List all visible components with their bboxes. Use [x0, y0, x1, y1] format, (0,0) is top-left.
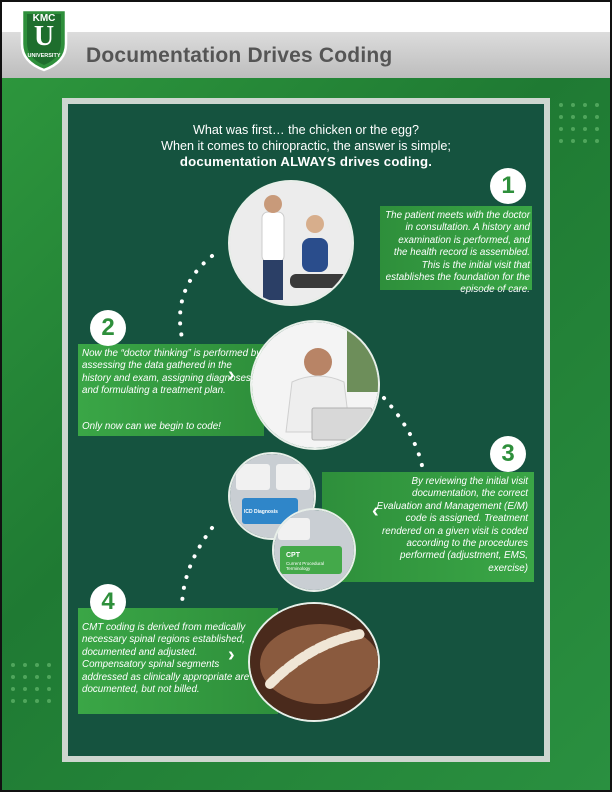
step-4-band: [78, 608, 278, 714]
cpt-key-label: CPT: [286, 552, 300, 559]
step-3-keyboard-cpt: CPT Current Procedural Terminology: [272, 508, 356, 592]
logo-kmc: KMC: [32, 13, 56, 24]
step-4-number: 4: [90, 584, 126, 620]
arrow-icon: ›: [228, 364, 235, 386]
step-3-text: By reviewing the initial visit documenta…: [376, 476, 528, 574]
step-4-text: CMT coding is derived from medically nec…: [82, 622, 250, 696]
step-1-band: [380, 206, 532, 290]
step-1-photo: [228, 180, 354, 306]
intro-text: What was first… the chicken or the egg? …: [62, 122, 550, 170]
logo-u: U: [33, 21, 55, 52]
cpt-key-sublabel: Current Procedural Terminology: [286, 561, 325, 571]
step-2-number: 2: [90, 310, 126, 346]
logo-university: UNIVERSITY: [27, 53, 61, 59]
doctor-thinking-image: [252, 322, 378, 448]
step-2-band: [78, 344, 264, 436]
icd-key-label: ICD Diagnosis: [244, 509, 278, 515]
step-2-conclusion: Only now can we begin to code!: [82, 421, 221, 432]
step-1-text: The patient meets with the doctor in con…: [385, 210, 530, 296]
arrow-icon: ‹: [372, 500, 379, 522]
consultation-image: [230, 182, 352, 304]
arrow-icon: ›: [228, 644, 235, 666]
decorative-dots: [559, 103, 599, 143]
kmc-university-logo: KMC U UNIVERSITY: [18, 8, 70, 72]
decorative-dots: [11, 663, 51, 703]
step-4-photo: [248, 602, 380, 722]
intro-emphasis: documentation ALWAYS drives coding.: [179, 154, 433, 169]
intro-line-3: documentation ALWAYS drives coding.: [62, 154, 550, 170]
page-title: Documentation Drives Coding: [86, 44, 393, 67]
step-2-text: Now the “doctor thinking” is performed b…: [82, 348, 262, 397]
intro-line-1: What was first… the chicken or the egg?: [192, 123, 420, 137]
step-2-photo: [250, 320, 380, 450]
spine-image: [250, 604, 378, 720]
step-3-number: 3: [490, 436, 526, 472]
shield-icon: [20, 8, 68, 72]
step-3-band: [322, 472, 534, 582]
step-1-number: 1: [490, 168, 526, 204]
intro-line-2: When it comes to chiropractic, the answe…: [161, 139, 451, 153]
cpt-key-image: [274, 510, 354, 590]
header-banner: [0, 32, 612, 78]
top-bar: [0, 0, 612, 32]
